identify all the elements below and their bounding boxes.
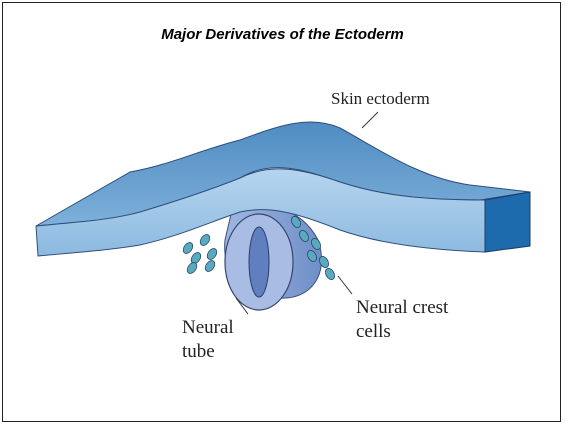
label-neural-tube-line2: tube (182, 340, 234, 364)
neural-crest-leader (338, 276, 352, 294)
neural-tube (225, 205, 322, 310)
label-neural-crest-line1: Neural crest (356, 296, 448, 320)
label-skin-ectoderm: Skin ectoderm (331, 89, 430, 109)
label-neural-tube: Neural tube (182, 316, 234, 364)
label-neural-crest-line2: cells (356, 320, 448, 344)
label-neural-tube-line1: Neural (182, 316, 234, 340)
skin-ectoderm-leader (362, 112, 378, 128)
label-neural-crest-cells: Neural crest cells (356, 296, 448, 344)
